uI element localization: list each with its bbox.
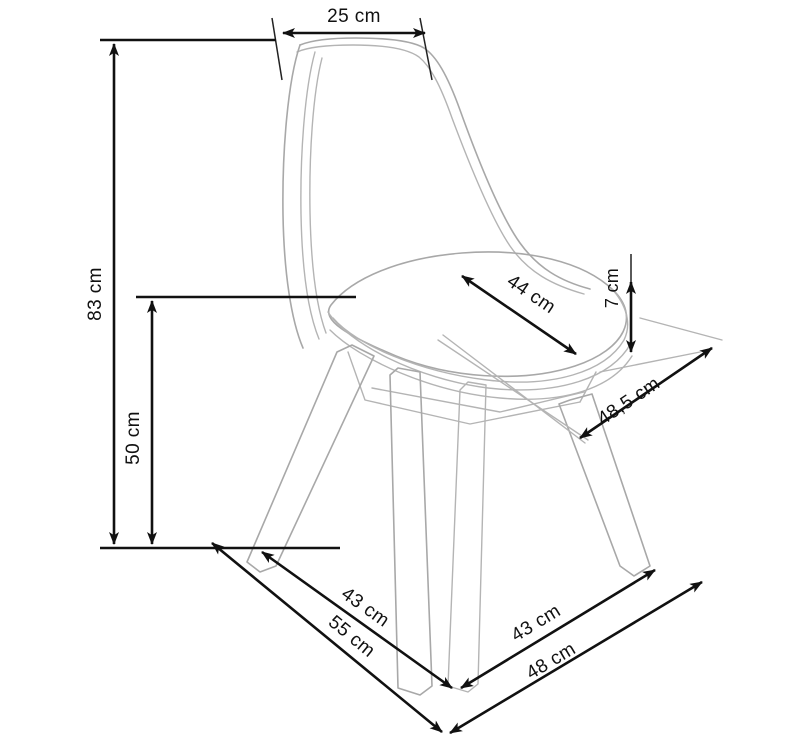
dimension-base-left-outer: 55 cm bbox=[211, 541, 443, 734]
dimension-seat-height: 50 cm bbox=[123, 295, 356, 545]
ext-line-25-right bbox=[419, 17, 433, 81]
dimension-backrest-width: 25 cm bbox=[271, 6, 433, 81]
seat-frame-left-rail bbox=[347, 351, 581, 425]
construction-line-seat-diagonal bbox=[437, 339, 589, 441]
dim-line-55-left bbox=[211, 541, 443, 734]
chair-leg-front-left bbox=[389, 367, 433, 696]
dimension-total-height: 83 cm bbox=[85, 38, 340, 550]
seat-frame-cross-upper bbox=[371, 387, 585, 413]
dim-label-43-right: 43 cm bbox=[508, 600, 565, 646]
construction-line-right-upper bbox=[639, 317, 723, 341]
ext-line-25-left bbox=[271, 17, 283, 81]
dimension-base-left-inner: 43 cm bbox=[261, 550, 453, 690]
dimension-seat-diagonal: 44 cm bbox=[461, 271, 577, 356]
dimension-base-right-outer: 48 cm bbox=[449, 580, 703, 735]
dim-label-25: 25 cm bbox=[327, 6, 381, 27]
chair-leg-rear-left bbox=[246, 344, 375, 573]
chair-outline-group bbox=[246, 37, 723, 696]
dim-line-44 bbox=[461, 274, 577, 356]
construction-line-backrest-diagonal bbox=[442, 334, 586, 444]
dim-line-485 bbox=[579, 346, 713, 440]
backrest-left-edge-thin bbox=[309, 57, 327, 334]
backrest-outer-shell bbox=[299, 37, 591, 290]
dim-label-50: 50 cm bbox=[123, 411, 144, 465]
seat-top-outline bbox=[327, 251, 628, 378]
dimension-seat-depth-diagonal: 48,5 cm bbox=[579, 346, 713, 440]
backrest-left-edge-inner bbox=[300, 51, 320, 340]
dimension-cushion-thickness: 7 cm bbox=[602, 254, 636, 353]
backrest-inner-shell bbox=[296, 44, 585, 295]
dim-label-7: 7 cm bbox=[602, 268, 622, 308]
dim-line-48-right bbox=[449, 580, 703, 735]
backrest-left-edge-outer bbox=[282, 44, 304, 349]
dim-label-83: 83 cm bbox=[85, 267, 106, 321]
seat-cushion-contour bbox=[327, 311, 632, 391]
dim-line-43-left bbox=[261, 550, 453, 690]
chair-leg-rear-right bbox=[447, 381, 487, 693]
